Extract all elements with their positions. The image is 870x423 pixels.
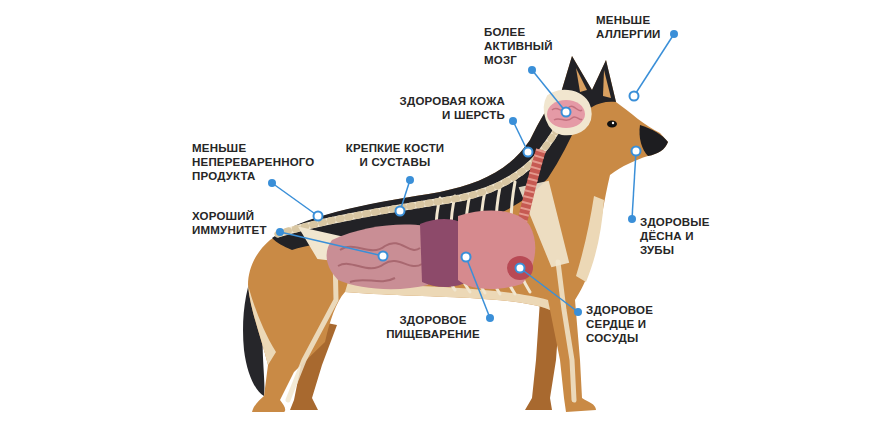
callout-label: МЕНЬШЕ АЛЛЕРГИИ xyxy=(596,13,668,41)
callout-label: ЗДОРОВЫЕ ДЁСНА И ЗУБЫ xyxy=(640,215,712,257)
organs xyxy=(520,150,541,230)
dog-body xyxy=(248,56,668,412)
callout-label: БОЛЕЕ АКТИВНЫЙ МОЗГ xyxy=(484,25,554,67)
leader-line xyxy=(466,257,490,318)
target-ring xyxy=(314,92,641,273)
leader-line xyxy=(532,70,566,112)
callout-dot xyxy=(509,117,517,125)
organs xyxy=(520,150,541,230)
skeleton xyxy=(278,91,591,400)
organs xyxy=(458,211,535,289)
leader-line xyxy=(280,232,383,256)
black-saddle xyxy=(639,125,668,156)
skeleton xyxy=(558,262,574,400)
skeleton xyxy=(545,91,591,135)
callout-label: ЗДОРОВОЕ ПИЩЕВАРЕНИЕ xyxy=(383,313,483,341)
callout-label: ЗДОРОВАЯ КОЖА И ШЕРСТЬ xyxy=(393,94,505,122)
target-ring xyxy=(630,92,639,101)
target-ring xyxy=(462,253,471,262)
organs xyxy=(327,100,585,289)
callout-label: ХОРОШИЙ ИММУНИТЕТ xyxy=(192,209,276,237)
callout-dot xyxy=(406,176,414,184)
callout-dot xyxy=(486,314,494,322)
black-saddle xyxy=(603,70,611,98)
target-ring xyxy=(562,108,571,117)
callout-dot xyxy=(670,30,678,38)
black-saddle xyxy=(576,68,587,92)
leader-line xyxy=(272,34,674,318)
leader-line xyxy=(272,183,318,216)
dog-body xyxy=(576,196,604,282)
black-saddle xyxy=(607,121,617,128)
organs xyxy=(547,100,585,128)
organs xyxy=(327,225,428,290)
black-saddle xyxy=(612,122,614,124)
callout-label: ЗДОРОВОЕ СЕРДЦЕ И СОСУДЫ xyxy=(586,303,666,345)
leader-line xyxy=(632,151,636,219)
callout-dot xyxy=(268,30,678,322)
target-ring xyxy=(632,147,641,156)
dog-body xyxy=(248,56,668,412)
callout-label: МЕНЬШЕ НЕПЕРЕВАРЕННОГО ПРОДУКТА xyxy=(192,141,317,183)
dog-body xyxy=(248,285,276,365)
target-ring xyxy=(524,148,533,157)
organs xyxy=(552,106,582,120)
skeleton xyxy=(288,255,336,400)
callout-label: КРЕПКИЕ КОСТИ И СУСТАВЫ xyxy=(343,141,447,169)
callout-dot xyxy=(628,215,636,223)
target-ring xyxy=(379,252,388,261)
leader-line xyxy=(634,34,674,96)
callout-dot xyxy=(268,179,276,187)
leader-line xyxy=(520,268,578,312)
target-ring xyxy=(314,212,323,221)
target-ring xyxy=(516,264,525,273)
callout-dot xyxy=(528,66,536,74)
callout-dot xyxy=(276,228,284,236)
target-ring xyxy=(396,207,405,216)
callout-dot xyxy=(574,308,582,316)
organs xyxy=(507,256,533,280)
